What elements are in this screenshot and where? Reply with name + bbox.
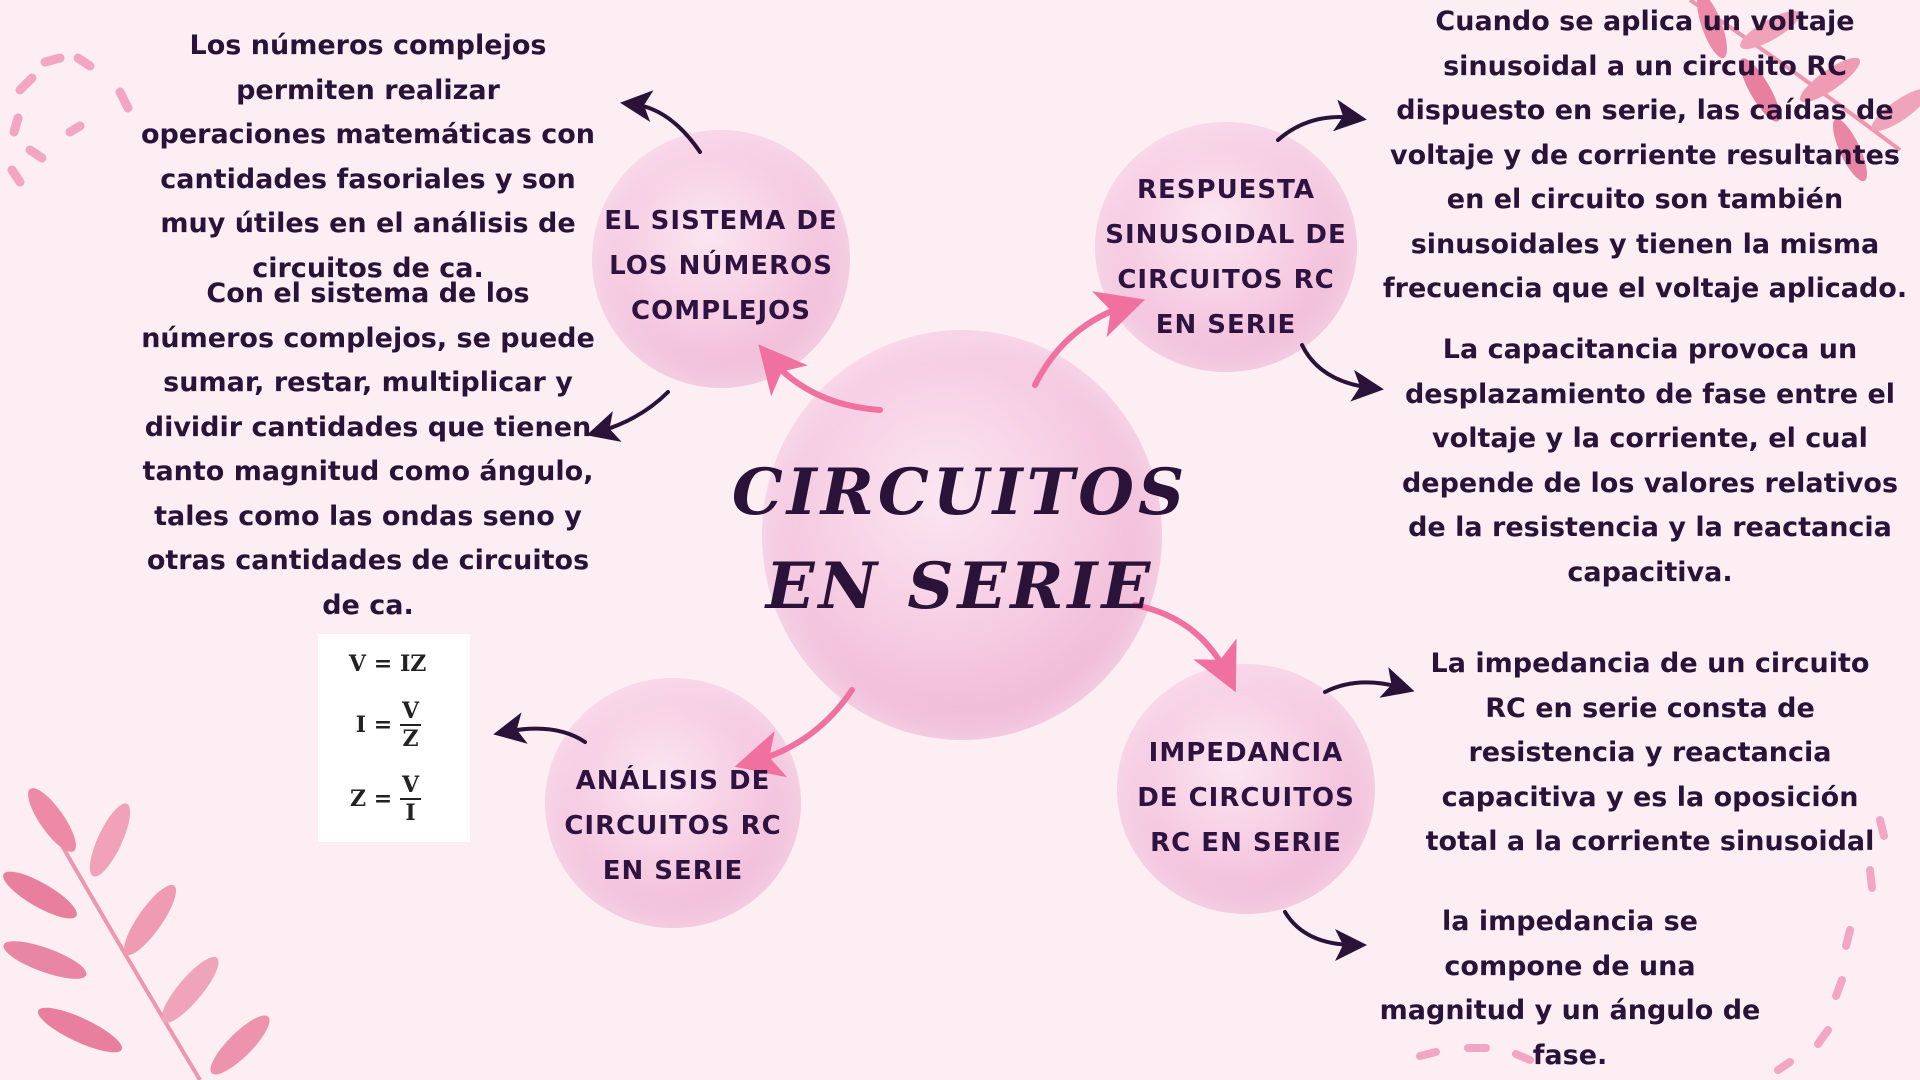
arrow-icon (734, 687, 855, 778)
formula-box: V = IZ I = V Z Z = V I (318, 634, 470, 842)
formula-lhs: Z (349, 786, 366, 812)
leaf-decoration (1688, 0, 1920, 182)
center-title: CIRCUITOS EN SERIE (731, 455, 1189, 624)
formula-numerator: V (400, 698, 422, 726)
arrow-icon (1132, 602, 1237, 693)
text-impedance-2: la impedancia se compone de una magnitud… (1379, 906, 1761, 1071)
arrow-icon (586, 390, 670, 442)
formula-i: I = V Z (318, 692, 470, 758)
arrow-icon (493, 712, 587, 744)
formula-lhs: I (355, 712, 366, 738)
formula-equals: = (373, 712, 393, 738)
arrow-icon (1323, 667, 1415, 698)
node-sinusoidal-response: RESPUESTA SINUSOIDAL DE CIRCUITOS RC EN … (1105, 175, 1347, 340)
formula-lhs: V (348, 651, 366, 677)
arrow-icon (620, 90, 702, 154)
bubble-analysis (545, 678, 801, 928)
node-rc-analysis: ANÁLISIS DE CIRCUITOS RC EN SERIE (564, 765, 782, 886)
arrow-icon (758, 344, 883, 413)
text-complex-1: Los números complejos permiten realizar … (140, 30, 596, 284)
bubble-impedance (1117, 664, 1375, 914)
formula-rhs: IZ (400, 651, 427, 677)
arrow-icon (1283, 910, 1367, 961)
node-complex-numbers: EL SISTEMA DE LOS NÚMEROS COMPLEJOS (604, 205, 838, 326)
text-complex-2: Con el sistema de los números complejos,… (141, 278, 595, 621)
text-impedance-1: La impedancia de un circuito RC en serie… (1425, 648, 1875, 857)
text-sinusoidal-2: La capacitancia provoca un desplazamient… (1401, 334, 1899, 588)
formula-fraction: V I (400, 772, 422, 826)
text-sinusoidal-1: Cuando se aplica un voltaje sinusoidal a… (1382, 6, 1908, 304)
formula-equals: = (373, 786, 393, 812)
arrow-icon (1032, 291, 1146, 388)
dash-ring-decoration (7, 53, 133, 187)
formula-denominator: I (405, 800, 416, 826)
arrow-icon (1276, 99, 1367, 142)
arrow-icon (1300, 343, 1384, 402)
formula-v: V = IZ (318, 644, 470, 684)
formula-equals: = (373, 651, 393, 677)
leaf-decoration (3, 788, 270, 1080)
formula-z: Z = V I (318, 766, 470, 832)
node-impedance: IMPEDANCIA DE CIRCUITOS RC EN SERIE (1137, 737, 1355, 858)
formula-fraction: V Z (400, 698, 422, 752)
dash-ring-decoration (1416, 816, 1888, 1074)
formula-denominator: Z (402, 726, 419, 752)
formula-numerator: V (400, 772, 422, 800)
